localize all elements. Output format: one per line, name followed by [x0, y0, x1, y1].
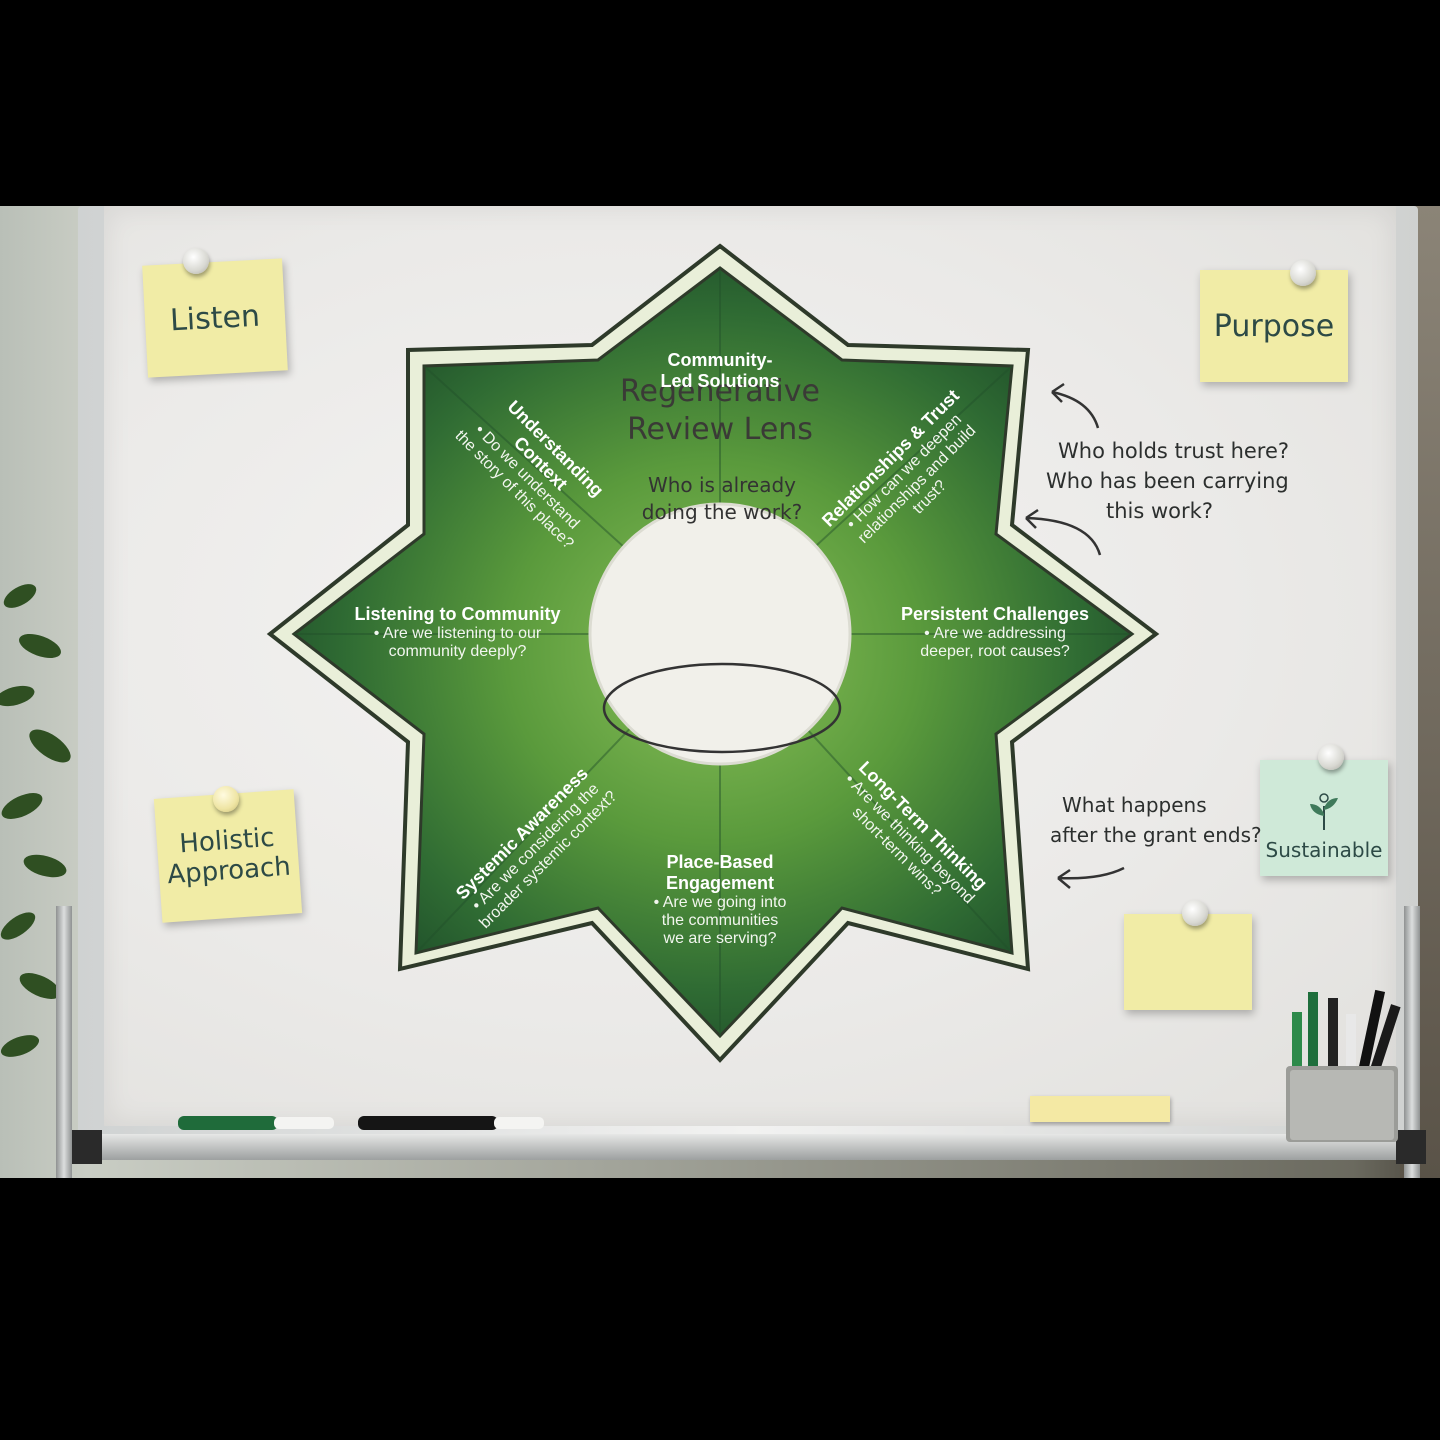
- board-leg-left: [56, 906, 72, 1178]
- pushpin: [213, 786, 239, 812]
- sticky-listen: Listen: [142, 258, 288, 378]
- petal-place-based-title1: Place-Based: [666, 852, 774, 872]
- sprout-icon: [1310, 793, 1338, 830]
- petal-listening-body1: • Are we listening to our: [373, 625, 542, 642]
- petal-listening-body2: community deeply?: [388, 643, 527, 660]
- sticky-blank: [1124, 914, 1252, 1010]
- sticky-purpose: Purpose: [1200, 270, 1348, 382]
- plant-leaves: [0, 584, 71, 1057]
- petal-community-led: Community- Led Solutions: [620, 350, 820, 392]
- grant-note: What happens after the grant ends?: [1050, 790, 1280, 850]
- petal-persistent-body1: • Are we addressing: [924, 625, 1066, 642]
- center-question-line1: Who is already: [647, 473, 797, 497]
- petal-listening: Listening to Community • Are we listenin…: [330, 604, 585, 661]
- pushpin: [1290, 260, 1316, 286]
- sticky-sustainable: Sustainable: [1260, 760, 1388, 876]
- sticky-sustainable-label: Sustainable: [1265, 838, 1383, 862]
- marker-cup: [1286, 989, 1401, 1142]
- grant-note-line2: after the grant ends?: [1050, 823, 1262, 847]
- sticky-purpose-label: Purpose: [1213, 308, 1335, 344]
- petal-persistent: Persistent Challenges • Are we addressin…: [880, 604, 1110, 661]
- tray-cap-left: [72, 1130, 102, 1164]
- petal-place-based-body1: • Are we going into: [653, 894, 787, 911]
- center-title-line2: Review Lens: [627, 412, 813, 447]
- question-oval: [602, 662, 842, 754]
- petal-listening-title: Listening to Community: [354, 604, 561, 624]
- petal-place-based-body3: we are serving?: [663, 930, 777, 947]
- grant-note-line1: What happens: [1062, 793, 1207, 817]
- annotation-arrows: [1025, 382, 1125, 889]
- trust-note-line3: this work?: [1106, 499, 1213, 523]
- board-leg-right: [1404, 906, 1420, 1178]
- petal-place-based-body2: the communities: [661, 912, 779, 929]
- trust-note-line2: Who has been carrying: [1046, 469, 1289, 493]
- petal-place-based: Place-Based Engagement • Are we going in…: [620, 852, 820, 948]
- center-question-line2: doing the work?: [641, 500, 803, 524]
- pushpin: [183, 248, 209, 274]
- marker-tray: [80, 1134, 1410, 1160]
- tray-sticky-pad: [1030, 1096, 1170, 1122]
- trust-note: Who holds trust here? Who has been carry…: [1046, 436, 1326, 526]
- markers-on-tray: [178, 1116, 544, 1130]
- petal-persistent-body2: deeper, root causes?: [920, 643, 1070, 660]
- pushpin: [1318, 744, 1344, 770]
- petal-community-led-title1: Community-: [667, 350, 773, 370]
- sticky-listen-label: Listen: [169, 298, 261, 338]
- center-question: Who is already doing the work?: [612, 472, 832, 526]
- center-circle: [588, 502, 852, 766]
- petal-community-led-title2: Led Solutions: [660, 371, 780, 391]
- petal-persistent-title: Persistent Challenges: [900, 604, 1090, 624]
- trust-note-line1: Who holds trust here?: [1058, 439, 1290, 463]
- center-title-line1: Regenerative: [620, 374, 820, 409]
- center-title: Regenerative Review Lens: [598, 373, 842, 449]
- pushpin: [1182, 900, 1208, 926]
- petal-place-based-title2: Engagement: [665, 873, 775, 893]
- tray-cap-right: [1396, 1130, 1426, 1164]
